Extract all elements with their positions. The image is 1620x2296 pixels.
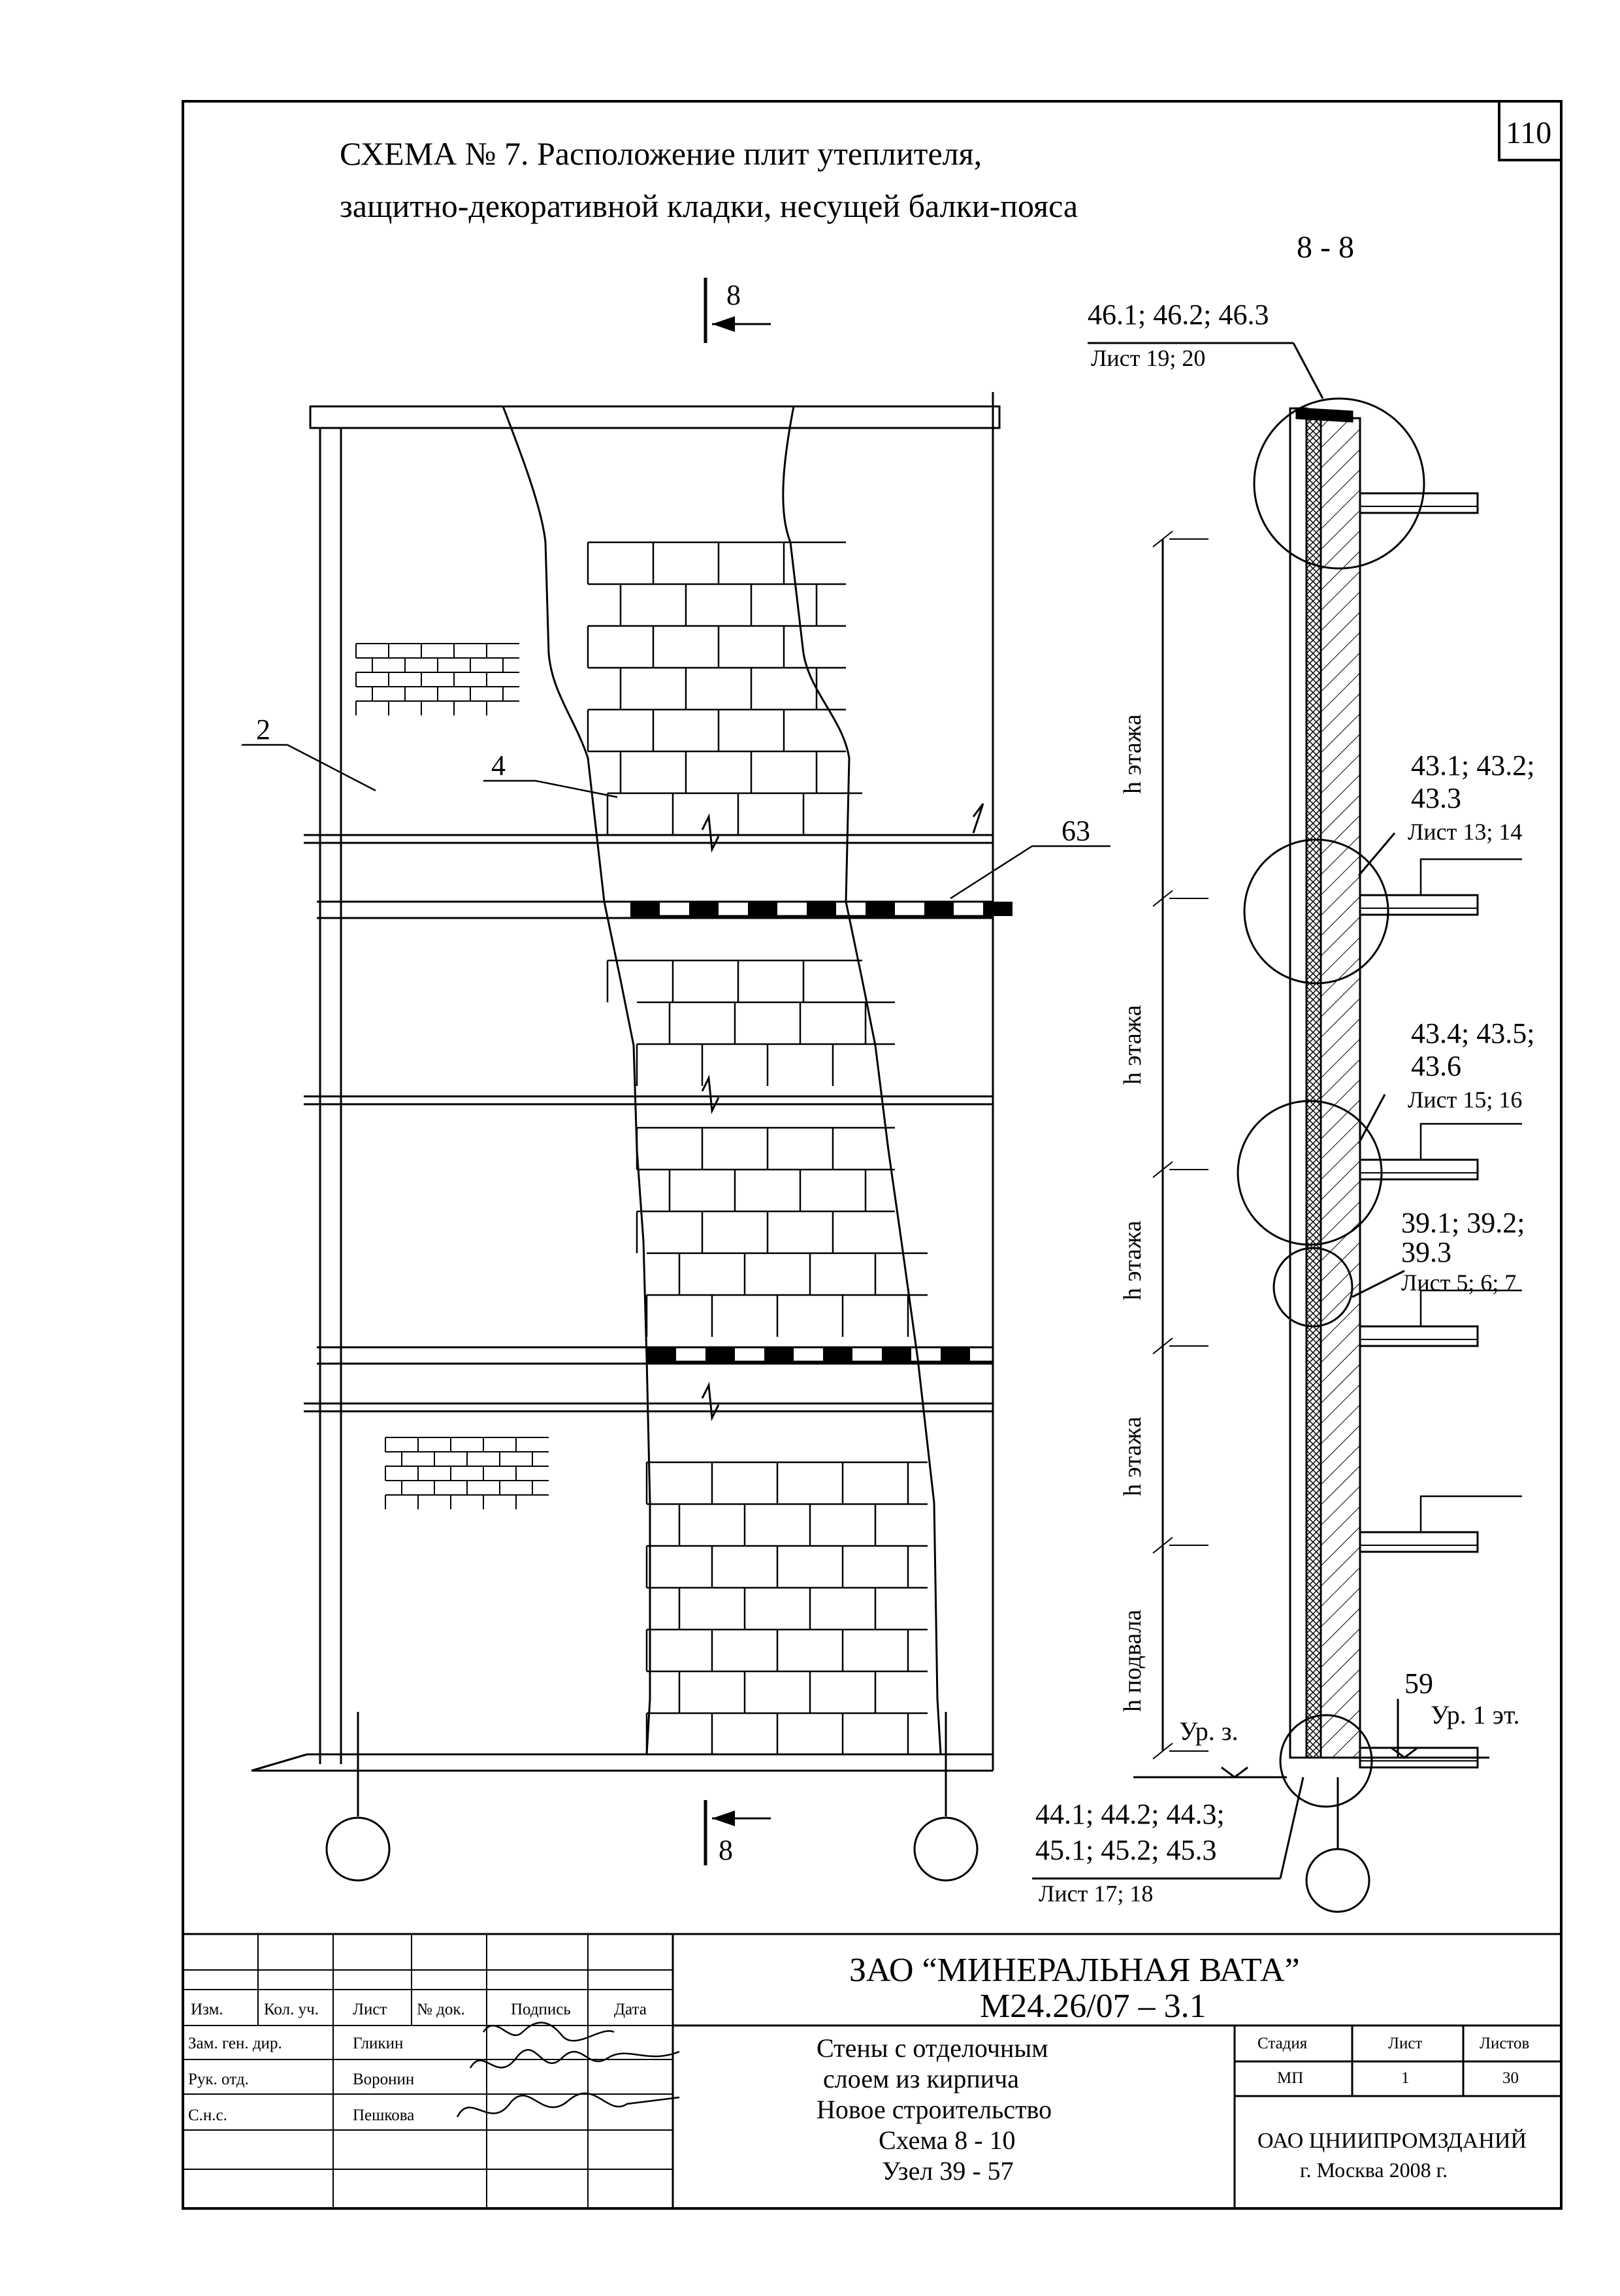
desc-line-1: Стены с отделочным: [817, 2033, 1048, 2063]
beam-block: [866, 902, 895, 916]
sheet-frame: [182, 100, 1563, 2210]
dimension-tick: [1152, 531, 1173, 548]
hdr-list: Лист: [353, 2001, 387, 2018]
beam-block: [924, 902, 954, 916]
dim-basement: h подвала: [1119, 1609, 1146, 1712]
node-ref-4: 39.1; 39.2;: [1401, 1207, 1525, 1239]
node-ref-1: 46.1; 46.2; 46.3: [1088, 299, 1269, 331]
stage-hdr-3: Листов: [1480, 2035, 1530, 2052]
node-ref-5b: 45.1; 45.2; 45.3: [1035, 1834, 1217, 1866]
section-cut-markers: [704, 278, 771, 1865]
dim-floor-4: h этажа: [1119, 1417, 1146, 1496]
staff-name-3: Пешкова: [353, 2107, 415, 2124]
beam-block: [764, 1347, 794, 1362]
beam-block: [823, 1347, 852, 1362]
beam-block: [630, 902, 660, 916]
beam-block: [689, 902, 719, 916]
node-ref-3-sheet: Лист 15; 16: [1408, 1087, 1523, 1113]
org-city: г. Москва 2008 г.: [1300, 2158, 1448, 2182]
beam-block: [647, 1347, 676, 1362]
title-line-2: защитно-декоративной кладки, несущей бал…: [340, 188, 1078, 224]
hdr-kol: Кол. уч.: [264, 2001, 319, 2018]
org-name: ОАО ЦНИИПРОМЗДАНИЙ: [1257, 2129, 1527, 2153]
hdr-izm: Изм.: [191, 2001, 223, 2018]
staff-role-1: Зам. ген. дир.: [188, 2035, 282, 2052]
node-ref-3: 43.4; 43.5;: [1411, 1017, 1535, 1049]
page-number: 110: [1506, 116, 1552, 150]
desc-line-2: слоем из кирпича: [823, 2064, 1019, 2093]
callout-63: 63: [1061, 815, 1090, 847]
callout-4: 4: [491, 749, 506, 781]
page-number-box: [1498, 100, 1563, 161]
slab-bracket: [1419, 1123, 1522, 1160]
stage-hdr-2: Лист: [1388, 2035, 1423, 2052]
document-code: М24.26/07 – 3.1: [980, 1988, 1207, 2025]
wall-section: [1032, 342, 1522, 1913]
beam-block: [983, 902, 1012, 916]
beam-block: [882, 1347, 911, 1362]
node-ref-2b: 43.3: [1411, 782, 1461, 814]
dim-floor-3: h этажа: [1119, 1221, 1146, 1300]
slab-bracket: [1419, 1289, 1522, 1326]
section-name: 8 - 8: [1297, 230, 1354, 265]
bond-beam-bands: [630, 900, 1012, 1363]
level-ground: Ур. з.: [1179, 1716, 1239, 1746]
desc-line-3: Новое строительство: [817, 2095, 1052, 2124]
staff-name-1: Гликин: [353, 2035, 404, 2052]
callout-59: 59: [1404, 1667, 1433, 1699]
node-ref-2-sheet: Лист 13; 14: [1408, 819, 1523, 845]
floor-slab: [1359, 1158, 1479, 1181]
hdr-sign: Подпись: [511, 2001, 571, 2018]
staff-role-3: С.н.с.: [188, 2107, 227, 2124]
node-ref-4b: 39.3: [1401, 1236, 1451, 1268]
node-ref-4-sheet: Лист 5; 6; 7: [1401, 1270, 1517, 1296]
hdr-doc: № док.: [417, 2001, 465, 2018]
callout-leaders: [242, 744, 1110, 900]
cut-label-bottom: 8: [719, 1834, 733, 1866]
desc-line-5: Узел 39 - 57: [882, 2156, 1014, 2186]
floor-slab: [1359, 1325, 1479, 1347]
slab-bracket: [1419, 1495, 1522, 1532]
staff-name-2: Воронин: [353, 2071, 415, 2088]
cut-label-top: 8: [726, 279, 741, 311]
desc-line-4: Схема 8 - 10: [879, 2125, 1016, 2155]
stage-val-1: МП: [1277, 2069, 1304, 2087]
signatures: [456, 2022, 680, 2118]
dimension-tick: [1152, 1537, 1173, 1554]
dimension-tick: [1152, 890, 1173, 907]
title-block-grid: [182, 1934, 673, 2208]
node-ref-5: 44.1; 44.2; 44.3;: [1035, 1798, 1225, 1830]
node-ref-1-sheet: Лист 19; 20: [1091, 345, 1206, 371]
dim-floor-1: h этажа: [1119, 714, 1146, 794]
dimension-tick: [1152, 1743, 1173, 1760]
brick-cladding-strip: [502, 406, 942, 1755]
beam-block: [748, 902, 777, 916]
beam-block: [807, 902, 836, 916]
dimension-tick: [1152, 1337, 1173, 1354]
floor-slab: [1359, 1531, 1479, 1553]
node-ref-5-sheet: Лист 17; 18: [1039, 1880, 1154, 1907]
company-name: ЗАО “МИНЕРАЛЬНАЯ ВАТА”: [849, 1952, 1300, 1989]
stage-val-2: 1: [1401, 2069, 1410, 2087]
node-ref-2: 43.1; 43.2;: [1411, 749, 1535, 781]
hdr-date: Дата: [614, 2001, 647, 2018]
dimension-tick: [1152, 1161, 1173, 1178]
dimension-ticks: [1152, 531, 1208, 1760]
brick-courses: [587, 541, 928, 1754]
level-first-floor: Ур. 1 эт.: [1431, 1700, 1520, 1730]
title-line-1: СХЕМА № 7. Расположение плит утеплителя,: [340, 135, 982, 172]
slab-bracket: [1419, 858, 1522, 895]
node-ref-3b: 43.6: [1411, 1050, 1461, 1082]
floor-slab: [1359, 894, 1479, 916]
staff-role-2: Рук. отд.: [188, 2071, 249, 2088]
stage-val-3: 30: [1502, 2069, 1519, 2087]
brick-patches: [355, 643, 549, 1509]
beam-block: [705, 1347, 735, 1362]
beam-block: [941, 1347, 970, 1362]
callout-2: 2: [256, 713, 270, 746]
stage-hdr-1: Стадия: [1257, 2035, 1308, 2052]
dim-floor-2: h этажа: [1119, 1005, 1146, 1085]
